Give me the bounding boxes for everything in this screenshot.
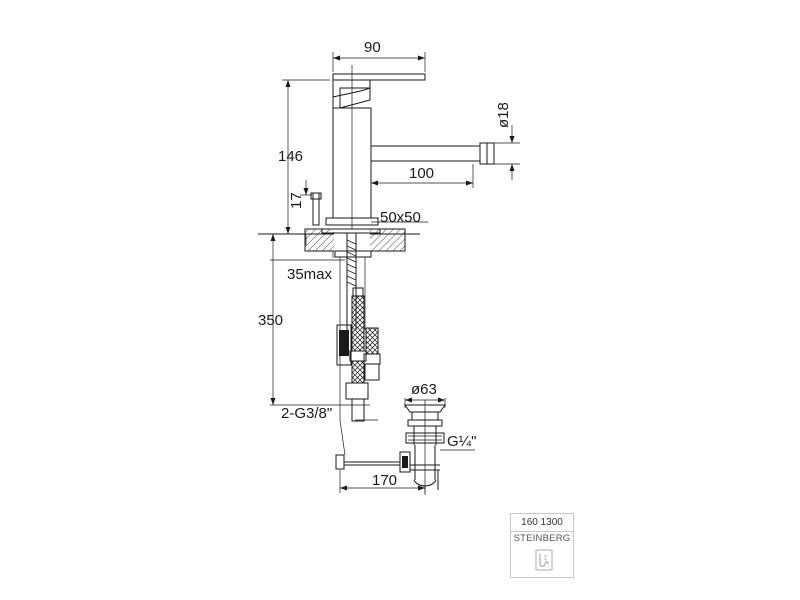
dim-rod-length: 170 bbox=[372, 472, 397, 489]
dim-diameter-spout: ø18 bbox=[495, 102, 512, 128]
countertop bbox=[258, 228, 420, 420]
spout-tube bbox=[371, 145, 480, 162]
lever-neck bbox=[332, 80, 371, 109]
lever-handle bbox=[332, 73, 426, 81]
manufacturer-stamp: 160 1300 STEINBERG bbox=[510, 513, 574, 578]
dim-height-body: 146 bbox=[278, 148, 303, 165]
dim-width-top: 90 bbox=[364, 39, 381, 56]
brand-name: STEINBERG bbox=[513, 533, 571, 544]
mixer-body bbox=[310, 65, 495, 250]
steinberg-logo-icon bbox=[535, 549, 553, 571]
dim-spout-length: 100 bbox=[409, 165, 434, 182]
dim-lever-height: 17 bbox=[288, 192, 305, 209]
dim-connection: 2-G3/8" bbox=[281, 405, 332, 422]
rod-clip bbox=[335, 454, 345, 470]
popup-rod bbox=[312, 192, 320, 226]
dim-base-size: 50x50 bbox=[380, 209, 421, 226]
fixing-nut bbox=[334, 250, 372, 258]
dim-waste-diameter: ø63 bbox=[411, 381, 437, 398]
waste-cap bbox=[404, 404, 446, 413]
waste-fitting bbox=[404, 400, 446, 495]
dim-max-thickness: 35max bbox=[287, 266, 333, 283]
fixing-hoses bbox=[335, 233, 411, 473]
base-plate bbox=[325, 217, 379, 226]
product-code: 160 1300 bbox=[511, 514, 573, 532]
dim-waste-thread: G¼" bbox=[447, 433, 477, 450]
dim-hose-length: 350 bbox=[258, 312, 283, 329]
dimension-lines bbox=[262, 52, 520, 493]
